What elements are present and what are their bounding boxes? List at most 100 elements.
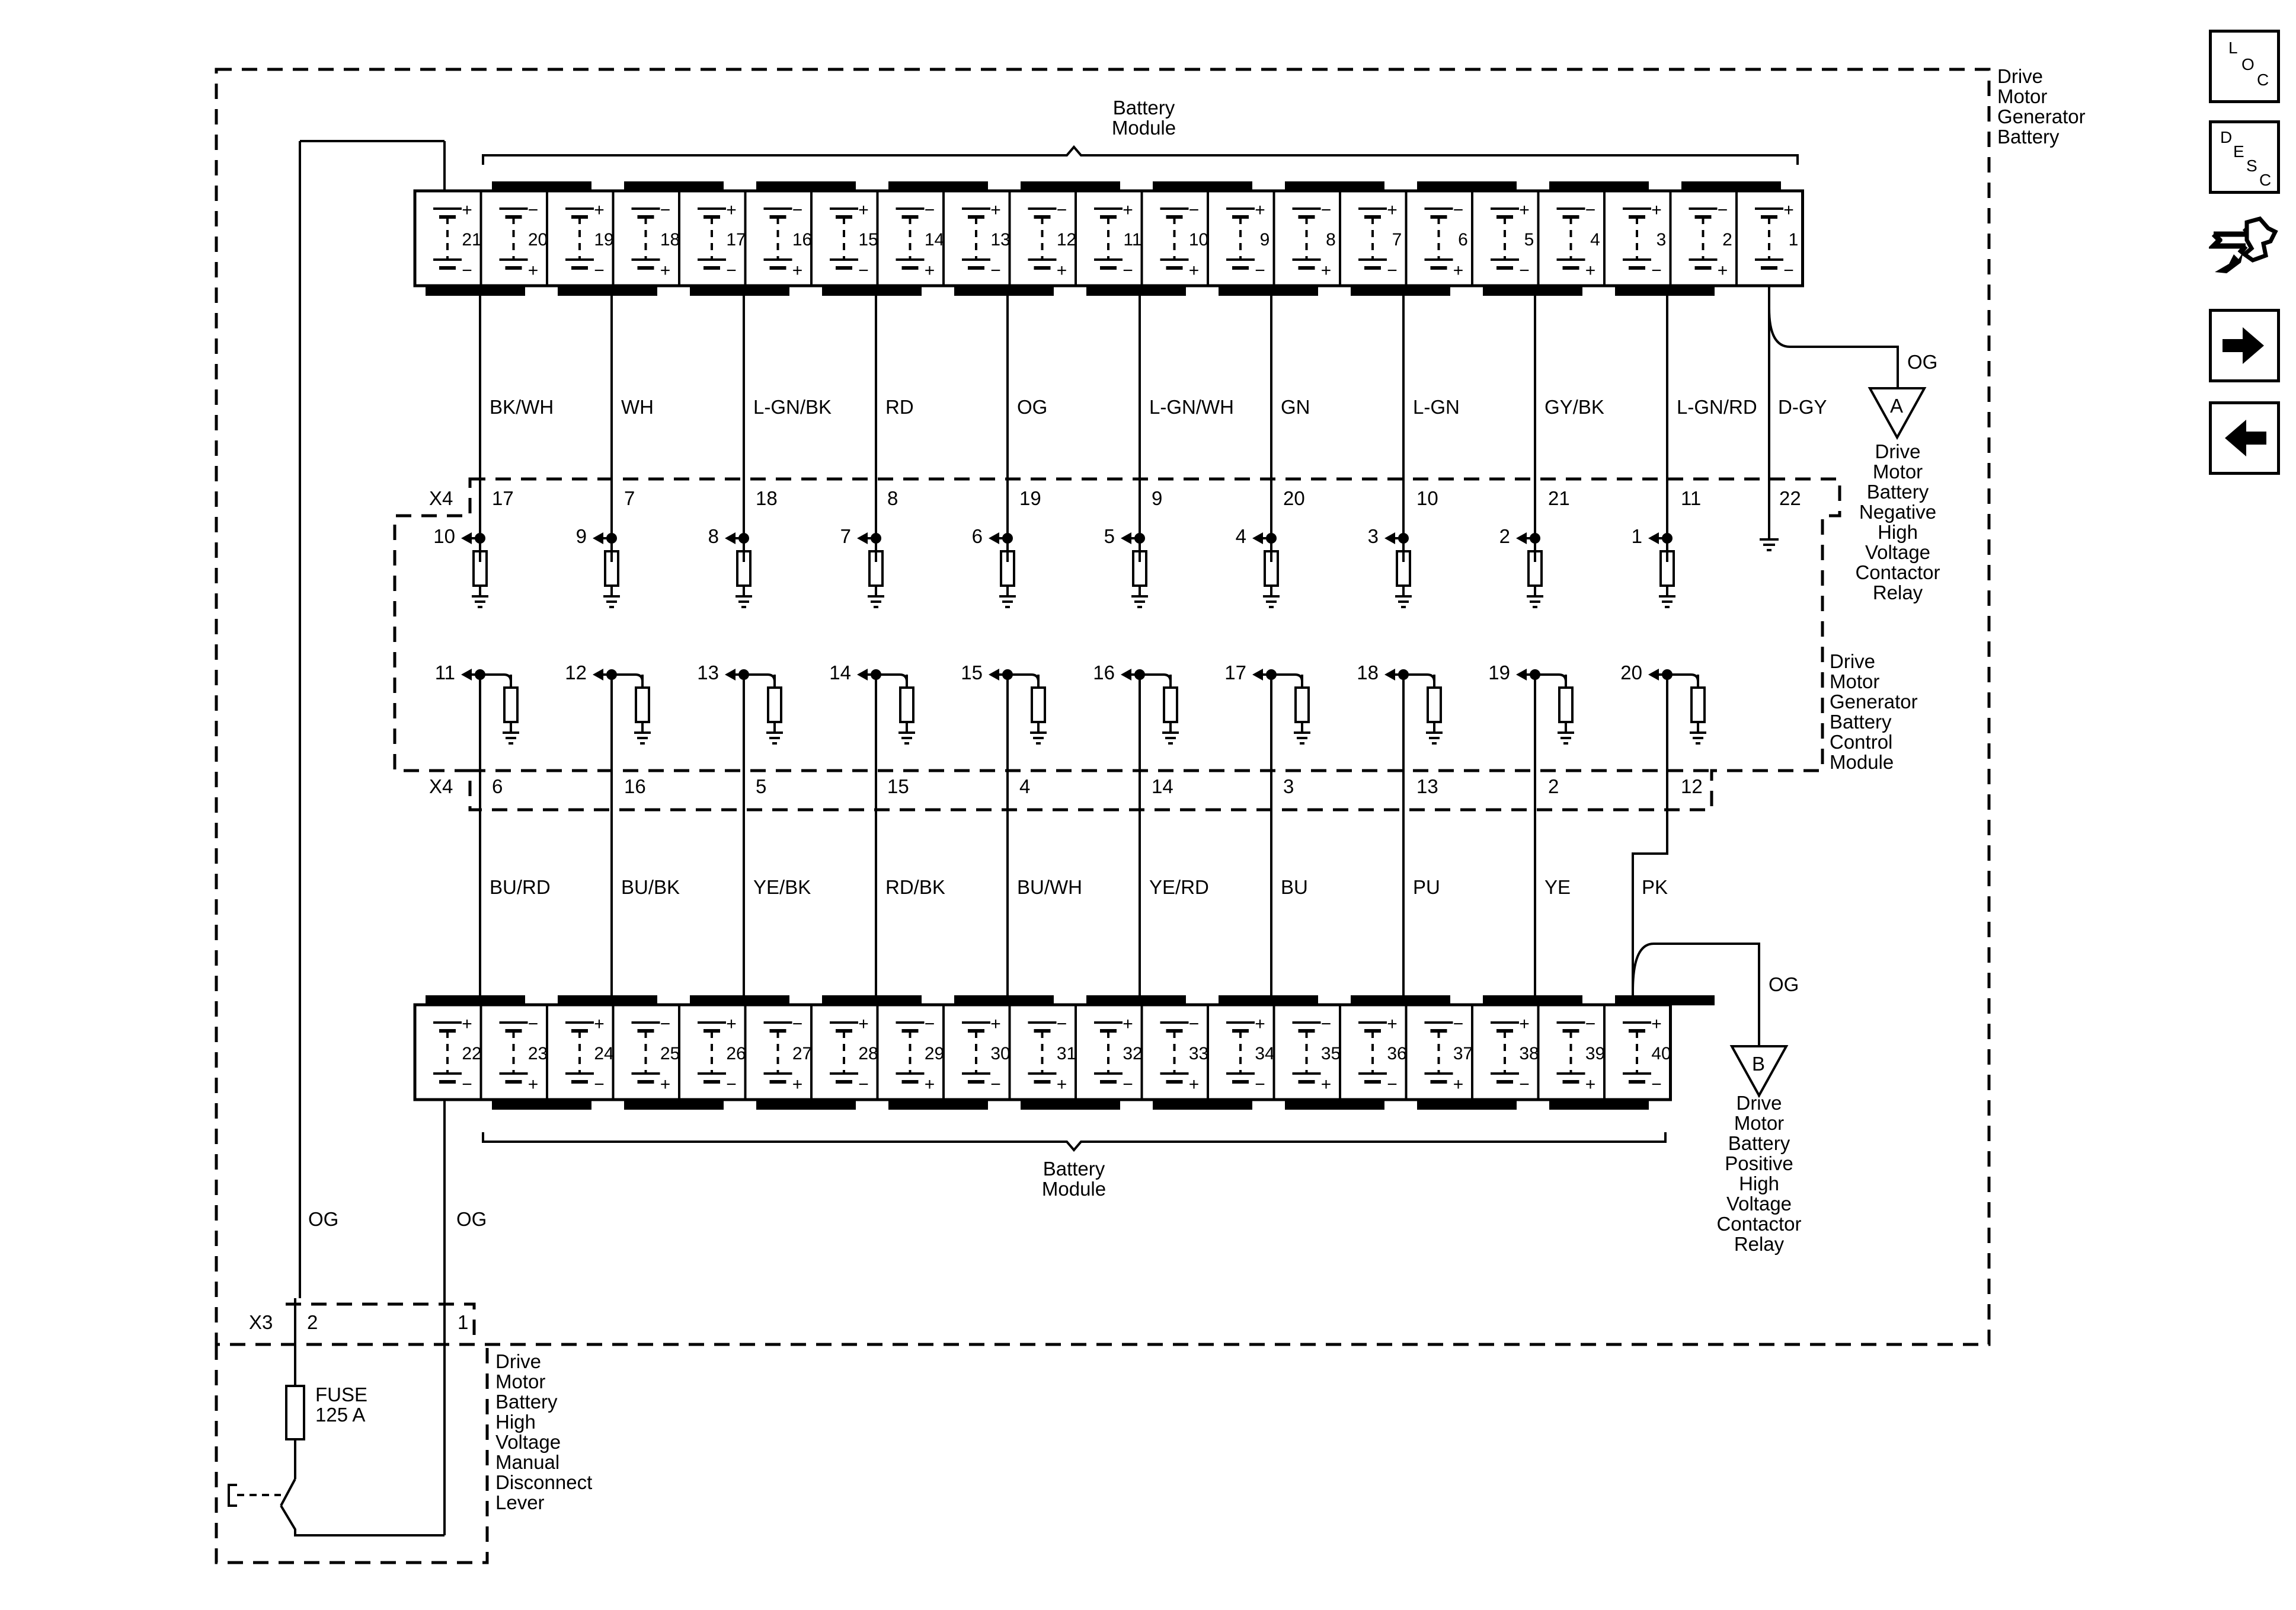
wire-color-label: BK/WH	[490, 396, 554, 418]
bus-bar	[1219, 286, 1318, 296]
output-number: 2	[1499, 525, 1510, 547]
battery-cell	[1358, 207, 1387, 270]
loc-letter: O	[2241, 55, 2255, 74]
wire-color-label: RD/BK	[885, 876, 945, 898]
wire-color-label: YE/RD	[1149, 876, 1209, 898]
polarity-sign: +	[726, 200, 737, 220]
output-arrow	[1252, 669, 1263, 681]
bus-bar	[1153, 1100, 1252, 1110]
bus-bar	[1417, 181, 1517, 191]
wire-color-label: OG	[1769, 973, 1799, 995]
disconnect-label: Disconnect	[495, 1471, 592, 1493]
wire	[635, 673, 644, 682]
battery-cell	[763, 207, 792, 270]
wire-color-label: L-GN/RD	[1677, 396, 1757, 418]
battery-cell	[1491, 207, 1519, 270]
output-arrow	[593, 669, 603, 681]
resistor	[1690, 686, 1706, 723]
output-number: 18	[1357, 662, 1379, 683]
battery-cell	[1689, 207, 1718, 270]
disconnect-outline	[215, 1344, 489, 1564]
bus-bar	[1021, 1100, 1120, 1110]
relay-label: Drive	[1736, 1092, 1782, 1114]
output-arrow	[461, 532, 472, 544]
desc-button[interactable]: D E S C	[2209, 120, 2280, 194]
polarity-sign: −	[528, 1014, 539, 1034]
output-arrow	[725, 532, 736, 544]
cell-number: 18	[660, 230, 680, 250]
bus-bar	[888, 1100, 988, 1110]
polarity-sign: +	[1189, 1075, 1200, 1094]
relay-label: Relay	[1734, 1233, 1785, 1255]
next-button[interactable]	[2209, 309, 2280, 382]
relay-label: Negative	[1859, 501, 1936, 523]
output-arrow	[1384, 669, 1395, 681]
polarity-sign: −	[1321, 1014, 1332, 1034]
polarity-sign: +	[726, 1014, 737, 1034]
polarity-sign: +	[1321, 1075, 1332, 1094]
battery-cell	[433, 1021, 462, 1084]
cell-number: 4	[1590, 230, 1600, 250]
polarity-sign: −	[528, 200, 539, 220]
loc-letter: C	[2257, 71, 2269, 89]
wire-color-label: L-GN/WH	[1149, 396, 1234, 418]
bus-bar	[756, 181, 856, 191]
polarity-sign: +	[1519, 1014, 1530, 1034]
relay-label: Voltage	[1865, 541, 1930, 563]
cell-number: 35	[1321, 1044, 1341, 1063]
cell-number: 17	[726, 230, 746, 250]
output-number: 17	[1224, 662, 1246, 683]
connector-label: X4	[429, 775, 453, 797]
polarity-sign: +	[792, 1075, 803, 1094]
polarity-sign: +	[1387, 200, 1398, 220]
bus-bar	[1021, 181, 1120, 191]
polarity-sign: −	[726, 1075, 737, 1094]
connector-button[interactable]	[2209, 210, 2280, 284]
battery-cell	[1623, 1021, 1651, 1084]
polarity-sign: +	[462, 1014, 472, 1034]
polarity-sign: +	[990, 200, 1001, 220]
relay-label: Voltage	[1726, 1193, 1792, 1215]
wire	[280, 1504, 445, 1536]
polarity-sign: −	[1189, 200, 1200, 220]
bus-bar	[1549, 181, 1649, 191]
polarity-sign: −	[1189, 1014, 1200, 1034]
battery-cell	[763, 1021, 792, 1084]
cell-number: 39	[1585, 1044, 1605, 1063]
polarity-sign: +	[1057, 1075, 1067, 1094]
relay-label: Positive	[1725, 1152, 1793, 1174]
loc-letter: L	[2228, 39, 2238, 57]
polarity-sign: −	[1057, 1014, 1067, 1034]
relay-and-disconnect-symbols	[228, 387, 1927, 1536]
battery-cell	[1028, 207, 1057, 270]
battery-cell	[962, 207, 990, 270]
prev-button[interactable]	[2209, 401, 2280, 475]
polarity-sign: −	[462, 261, 472, 280]
output-number: 13	[697, 662, 719, 683]
battery-cell	[1424, 207, 1453, 270]
cell-number: 28	[858, 1044, 878, 1063]
cell-number: 37	[1453, 1044, 1473, 1063]
polarity-sign: −	[1123, 1075, 1133, 1094]
polarity-sign: +	[925, 261, 935, 280]
output-number: 3	[1368, 525, 1379, 547]
bus-bar	[1086, 995, 1186, 1005]
cell-number: 21	[462, 230, 481, 250]
bus-bar	[1351, 995, 1450, 1005]
x3-connector-outline	[286, 1302, 476, 1344]
output-number: 20	[1620, 662, 1642, 683]
loc-button[interactable]: L O C	[2209, 30, 2280, 103]
connector-pin: 17	[492, 487, 514, 509]
wire-color-label: OG	[308, 1208, 338, 1230]
bus-bar	[954, 286, 1054, 296]
bus-bar	[492, 181, 591, 191]
bus-bar	[1086, 286, 1186, 296]
control-module-circuits	[461, 522, 1779, 745]
wire-color-label: PK	[1642, 876, 1668, 898]
sense-wire	[1632, 675, 1668, 1005]
control-module-label: Generator	[1830, 691, 1918, 713]
output-number: 16	[1093, 662, 1115, 683]
output-number: 4	[1236, 525, 1246, 547]
wire-color-label: YE/BK	[753, 876, 811, 898]
resistor	[1558, 686, 1574, 723]
